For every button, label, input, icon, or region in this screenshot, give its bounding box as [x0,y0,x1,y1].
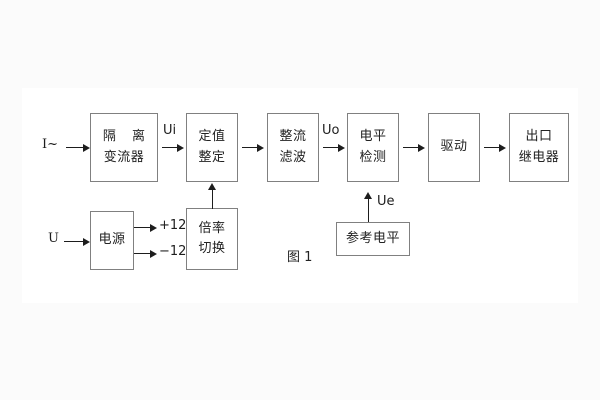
multiplier-to-setting-arrowhead [208,183,216,190]
block-multiplier-switch-line2: 切换 [198,241,226,256]
supply-positive-arrowhead [150,223,157,232]
block-power-supply[interactable]: 电源 [90,211,134,270]
block-reference-level-line1: 参考电平 [345,230,400,246]
current-input-line [66,147,86,148]
supply-positive-line [134,227,152,228]
ui-arrowhead [177,143,184,152]
block-driver-line1: 驱动 [440,139,468,155]
setting-to-rectify-line [242,147,259,148]
block-reference-level[interactable]: 参考电平 [336,222,410,256]
reference-to-level-line [368,198,369,222]
reference-to-level-arrowhead [364,192,372,199]
block-setting-value-line1: 定值 [198,129,226,145]
ui-label: Ui [163,123,177,138]
uo-line [323,147,340,148]
driver-to-relay-arrowhead [499,143,506,152]
block-output-relay-line1: 出口 [525,129,553,145]
figure-caption: 图 1 [287,250,313,265]
level-to-driver-line [403,147,420,148]
block-rectify-filter-line1: 整流 [279,129,307,145]
supply-negative-arrowhead [150,249,157,258]
uo-arrowhead [338,143,345,152]
block-level-detect[interactable]: 电平 检测 [347,113,399,182]
block-multiplier-switch-line1: 倍率 [198,220,226,236]
driver-to-relay-line [484,147,501,148]
block-output-relay[interactable]: 出口 继电器 [509,113,569,182]
block-driver[interactable]: 驱动 [428,113,480,182]
uo-label: Uo [322,123,340,138]
block-isolation-ct[interactable]: 隔 离 变流器 [90,113,158,182]
block-level-detect-line1: 电平 [359,129,387,145]
block-output-relay-line2: 继电器 [518,149,560,165]
block-multiplier-switch[interactable]: 倍率 切换 [186,208,238,270]
setting-to-rectify-arrowhead [257,143,264,152]
block-power-supply-line1: 电源 [98,232,126,248]
current-input-arrowhead [83,143,90,152]
supply-negative-line [134,253,152,254]
ue-label: Ue [377,194,395,209]
current-input-label: I~ [42,137,59,152]
voltage-input-label: U [48,231,59,246]
voltage-input-line [64,241,86,242]
block-isolation-ct-line2: 变流器 [103,149,145,165]
block-setting-value-line2: 整定 [198,149,226,165]
ui-line [162,147,179,148]
block-rectify-filter-line2: 滤波 [279,149,307,165]
block-rectify-filter[interactable]: 整流 滤波 [267,113,319,182]
block-setting-value[interactable]: 定值 整定 [186,113,238,182]
multiplier-to-setting-line [212,189,213,209]
block-level-detect-line2: 检测 [359,149,387,165]
block-isolation-ct-line1: 隔 离 [102,129,152,145]
voltage-input-arrowhead [83,237,90,246]
level-to-driver-arrowhead [418,143,425,152]
